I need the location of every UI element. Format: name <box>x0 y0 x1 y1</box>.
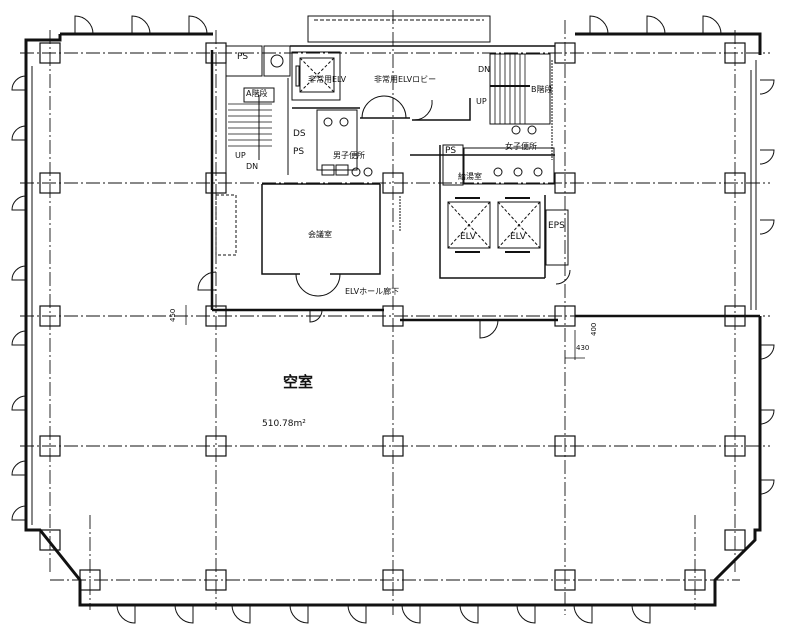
grid-lines <box>20 10 770 615</box>
tenant-partition <box>210 50 760 322</box>
mens-toilet-label: 男子便所 <box>333 151 365 160</box>
exterior-wall <box>24 32 762 607</box>
elv-label-1: ELV <box>460 232 476 242</box>
vacant-room-label: 空室 <box>283 373 314 391</box>
eps-label: EPS <box>548 221 565 231</box>
stair-a-up-mark: UP <box>235 151 246 160</box>
utility-room-label: 給湯室 <box>458 172 482 181</box>
stair-b <box>489 53 553 160</box>
ps-label-2: PS <box>293 147 305 157</box>
exterior-wall-inner <box>31 60 757 525</box>
elevators <box>447 197 569 266</box>
dimension-marks <box>185 305 585 360</box>
lobby-door-arcs <box>295 95 433 297</box>
vacant-room-area: 510.78m² <box>262 419 306 429</box>
dimension-right-2: 430 <box>576 344 590 352</box>
stair-a-dn-mark: DN <box>246 162 259 171</box>
dimension-left: 450 <box>169 308 177 322</box>
meeting-room-label: 会議室 <box>308 230 332 239</box>
exterior-doors <box>11 15 775 624</box>
stair-a-label: A階段 <box>246 89 268 98</box>
stair-a <box>225 45 291 175</box>
stair-b-dn-mark: DN <box>478 65 491 74</box>
mens-toilet <box>316 109 373 177</box>
elv-hall-corridor-label: ELVホール廊下 <box>345 287 400 296</box>
stair-b-up-mark: UP <box>476 97 487 106</box>
ps-label-1: PS <box>237 52 249 62</box>
womens-toilet-label: 女子便所 <box>505 142 537 151</box>
emergency-elevator-label: 非常用ELV <box>308 75 347 84</box>
columns <box>39 42 746 591</box>
emergency-elevator <box>291 51 341 101</box>
top-canopy <box>307 15 491 43</box>
ps-label-3: PS <box>445 146 457 156</box>
stair-b-label: B階段 <box>531 85 553 94</box>
dimension-right-1: 400 <box>590 322 598 336</box>
elv-label-2: ELV <box>510 232 526 242</box>
emergency-elevator-lobby-label: 非常用ELVロビー <box>374 75 437 84</box>
ds-label: DS <box>293 129 306 139</box>
core-walls <box>261 45 555 279</box>
womens-toilet <box>442 144 555 186</box>
locker-wall <box>197 194 237 291</box>
corridor-doors <box>309 196 571 339</box>
